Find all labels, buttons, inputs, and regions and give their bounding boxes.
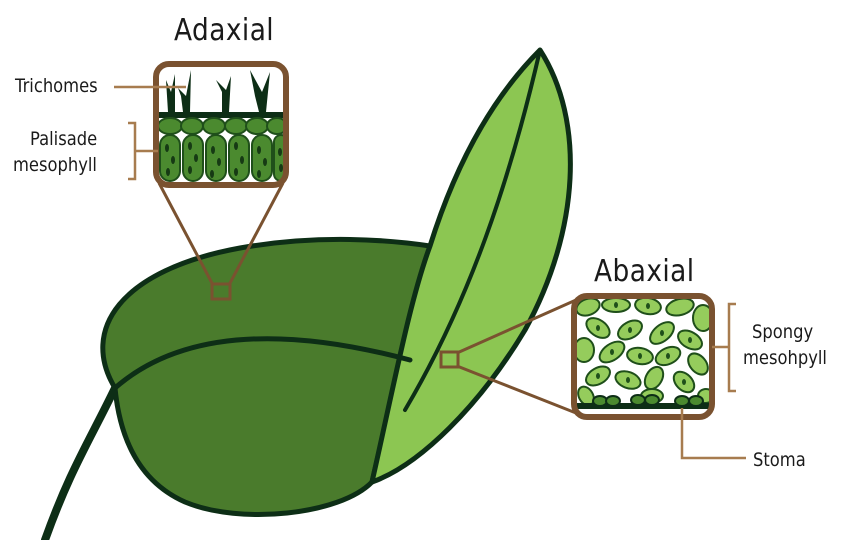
adaxial-title: Adaxial: [174, 13, 274, 48]
spongy-label-line1: Spongy: [752, 320, 813, 344]
stoma-label: Stoma: [753, 448, 806, 472]
trichomes-label: Trichomes: [15, 74, 98, 98]
adaxial-inset: [158, 66, 288, 183]
abaxial-title: Abaxial: [594, 254, 695, 289]
palisade-label-line2: mesophyll: [13, 153, 97, 177]
palisade-cells: [160, 135, 288, 181]
leaf-stem: [45, 388, 115, 540]
cuticle: [158, 112, 284, 118]
spongy-label-line2: mesohpyll: [743, 346, 827, 370]
abaxial-inset: [574, 295, 714, 415]
stoma-guard-cells: [593, 395, 703, 406]
palisade-label-line1: Palisade: [30, 127, 97, 151]
